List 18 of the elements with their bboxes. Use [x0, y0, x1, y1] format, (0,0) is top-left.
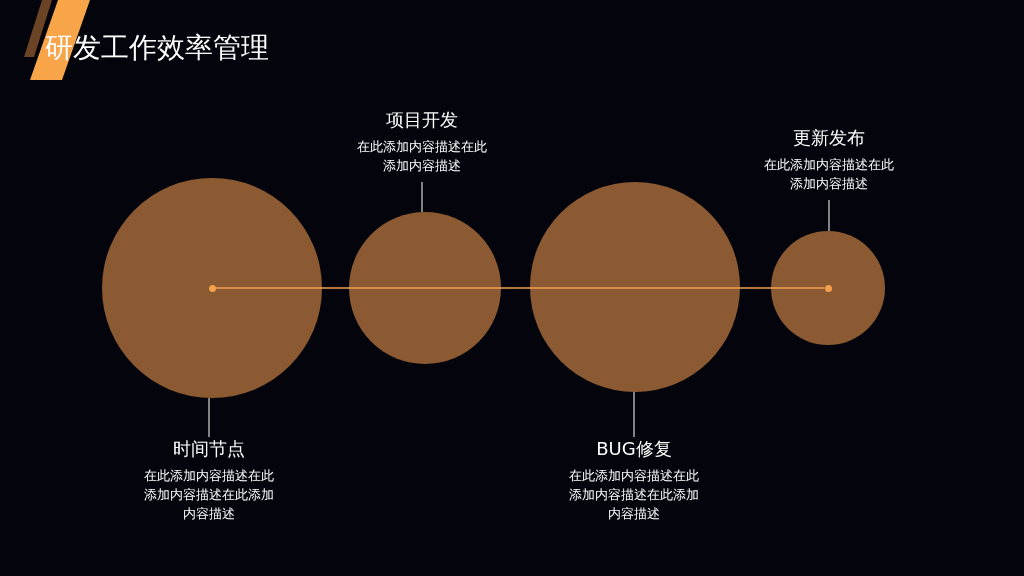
description: 在此添加内容描述在此添加内容描述在此添加内容描述 — [568, 467, 700, 523]
description: 在此添加内容描述在此添加内容描述 — [356, 138, 488, 175]
heading: BUG修复 — [595, 437, 673, 461]
heading: 更新发布 — [792, 126, 866, 150]
heading: 项目开发 — [385, 108, 459, 132]
timeline-line — [214, 287, 350, 289]
description: 在此添加内容描述在此添加内容描述在此添加内容描述 — [143, 467, 275, 523]
leader-line — [828, 199, 830, 232]
leader-line — [421, 181, 423, 213]
heading: 时间节点 — [172, 437, 246, 461]
dot — [824, 284, 832, 292]
dot — [208, 284, 216, 292]
leader-line — [633, 391, 635, 438]
timeline-line — [348, 287, 531, 289]
leader-line — [208, 397, 210, 438]
description: 在此添加内容描述在此添加内容描述 — [763, 156, 895, 193]
timeline-line — [529, 287, 826, 289]
title: 研发工作效率管理 — [45, 31, 269, 65]
